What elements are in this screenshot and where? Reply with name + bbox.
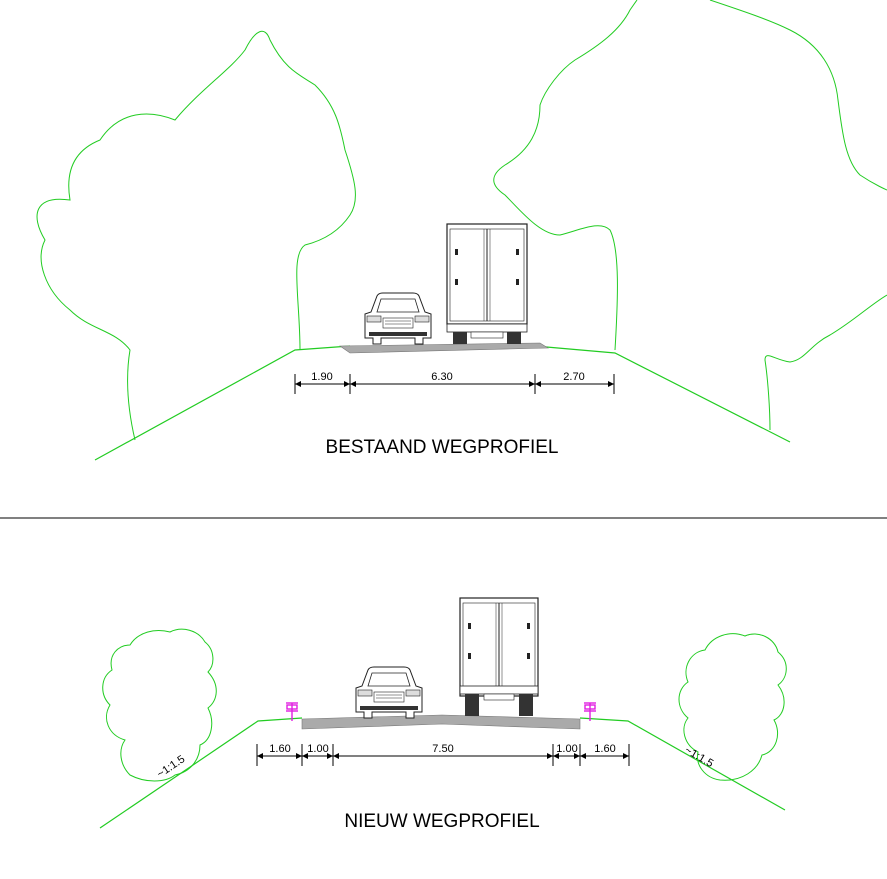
embankment-left <box>94 345 351 461</box>
dimension-label: 1.90 <box>311 371 332 383</box>
dimension-label: 2.70 <box>563 371 584 383</box>
dimension-label: 6.30 <box>431 371 452 383</box>
road-surface-new <box>301 714 581 730</box>
dimension-label: 1.00 <box>556 743 577 755</box>
car-existing <box>364 292 432 345</box>
road-surface-existing <box>339 342 550 354</box>
tree-right-outline <box>493 0 887 431</box>
tree-left-outline <box>36 30 356 441</box>
dimension-label: 1.60 <box>269 743 290 755</box>
embankment-right <box>534 345 791 443</box>
guardrail-left <box>286 702 298 721</box>
new-profile-title: NIEUW WEGPROFIEL <box>344 811 539 832</box>
embankment-left <box>99 717 303 829</box>
dimension-line-existing <box>294 374 615 394</box>
embankment-right <box>579 717 786 811</box>
dimension-label: 7.50 <box>432 743 453 755</box>
truck-new <box>459 597 539 716</box>
dimension-line-new <box>256 744 630 766</box>
car-new <box>355 666 423 719</box>
slope-label-left: ~1:1.5 <box>155 753 187 780</box>
new-profile: 1.60 1.00 7.50 1.00 1.60 ~1:1.5 ~1:1.5 N… <box>99 597 787 832</box>
dimension-label: 1.00 <box>307 743 328 755</box>
slope-label-right: ~1:1.5 <box>683 744 716 770</box>
existing-profile-title: BESTAAND WEGPROFIEL <box>326 437 559 458</box>
existing-profile: 1.90 6.30 2.70 BESTAAND WEGPROFIEL <box>36 0 887 461</box>
truck-existing <box>446 223 528 344</box>
dimension-label: 1.60 <box>594 743 615 755</box>
tree-right-outline <box>678 633 787 781</box>
tree-left-outline <box>102 628 217 782</box>
guardrail-right <box>584 702 596 721</box>
